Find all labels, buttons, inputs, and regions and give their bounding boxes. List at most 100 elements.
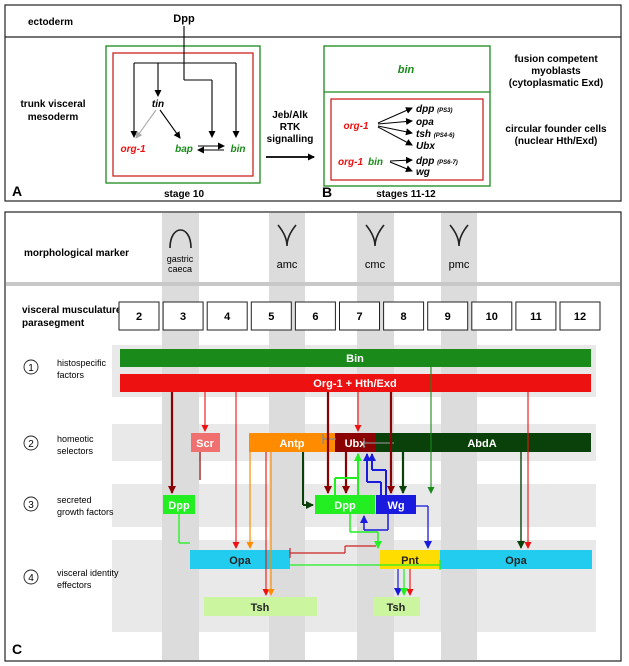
org1-target-arrows — [377, 107, 413, 172]
bin-bar — [120, 349, 591, 367]
parasegment-box-8 — [383, 301, 425, 331]
gastric-caeca-icon — [169, 229, 192, 249]
stage10-label: stage 10 — [164, 189, 204, 200]
org1-label-a: org-1 — [121, 144, 146, 155]
svg-text:dpp (PS3): dpp (PS3) — [416, 104, 452, 115]
marker-cmc: cmc — [365, 259, 386, 271]
morph-title: morphological marker — [24, 248, 129, 259]
dpp-ps3-label: Dpp — [168, 500, 190, 512]
parasegment-label-2: 2 — [136, 311, 142, 323]
target-tsh: tsh — [416, 129, 431, 140]
tier3-num: 3 — [28, 500, 34, 511]
antp-bar — [249, 433, 335, 452]
tier-labels: 1 histospecific factors 2 homeotic selec… — [23, 358, 119, 590]
stage10-outer-box — [105, 45, 261, 184]
panel-c-letter: C — [12, 641, 22, 657]
pnt-bar — [380, 550, 440, 569]
parasegment-label-9: 9 — [445, 311, 451, 323]
tier2-label-2: selectors — [57, 446, 94, 456]
jeb-label-2: RTK — [280, 122, 301, 133]
dpp-ps7-label: Dpp — [334, 500, 356, 512]
parasegment-box-5 — [250, 301, 292, 331]
tier4-label-1: visceral identity — [57, 568, 119, 578]
tier2-label-1: homeotic — [57, 434, 94, 444]
panel-ab: ectoderm Dpp A trunk visceral mesoderm t… — [4, 4, 622, 202]
tier1-label-1: histospecific — [57, 358, 107, 368]
ps-title-1: visceral musculature — [22, 305, 122, 316]
dpp-ps7-box — [315, 495, 375, 514]
opa-left-bar — [190, 550, 290, 569]
jeb-label-1: Jeb/Alk — [272, 110, 308, 121]
parasegment-box-10 — [471, 301, 513, 331]
svg-text:(cytoplasmatic Exd): (cytoplasmatic Exd) — [509, 78, 603, 89]
parasegment-label-11: 11 — [530, 311, 542, 323]
bin-label-a: bin — [231, 144, 246, 155]
ubx-label: Ubx — [345, 438, 367, 450]
parasegment-box-11 — [515, 301, 557, 331]
parasegment-box-6 — [294, 301, 336, 331]
bin-label-b: bin — [398, 64, 415, 76]
parasegment-label-10: 10 — [486, 311, 498, 323]
cmc-icon — [365, 224, 385, 247]
marker-amc: amc — [277, 259, 298, 271]
founder-label: circular founder cells (nuclear Hth/Exd) — [505, 124, 607, 147]
parasegment-box-7 — [339, 301, 380, 331]
parasegment-box-4 — [206, 301, 248, 331]
target-dpp-ps6: dpp — [416, 156, 434, 167]
panel-c: morphological marker gastric caeca amc c… — [4, 211, 622, 662]
abda-label: AbdA — [467, 438, 496, 450]
tvm-label-2: mesoderm — [28, 112, 79, 123]
tsh-left-label: Tsh — [251, 602, 270, 614]
target-dpp-ps3: dpp — [416, 104, 434, 115]
scr-bar — [191, 433, 220, 452]
parasegment-box-2 — [118, 301, 160, 331]
org1-label-b: org-1 — [344, 121, 369, 132]
jeb-label-3: signalling — [267, 134, 314, 145]
regulatory-arrows — [168, 367, 532, 596]
homeotic-repression — [322, 434, 394, 448]
tin-label: tin — [152, 99, 164, 110]
pmc-icon — [449, 224, 469, 247]
ubx-bar — [335, 433, 375, 452]
dpp-label: Dpp — [173, 13, 195, 25]
tin-org1-arrow — [135, 109, 157, 139]
dpp-arrows — [130, 26, 240, 139]
fusion-label: fusion competent myoblasts (cytoplasmati… — [509, 54, 603, 89]
parasegment-label-7: 7 — [356, 311, 362, 323]
marker-gastric: gastric — [167, 254, 194, 264]
tier2-num: 2 — [28, 439, 34, 450]
tsh-right-bar — [373, 597, 420, 616]
parasegment-label-12: 12 — [574, 311, 586, 323]
tsh-right-label: Tsh — [387, 602, 406, 614]
target-ubx: Ubx — [416, 141, 435, 152]
tier1-num: 1 — [28, 363, 34, 374]
svg-text:myoblasts: myoblasts — [531, 66, 581, 77]
opa-right-bar — [440, 550, 592, 569]
svg-text:tsh (PS4-6): tsh (PS4-6) — [416, 129, 454, 140]
tvm-label-1: trunk visceral — [20, 99, 85, 110]
ps-title-2: parasegment — [22, 318, 85, 329]
bin-bar-label: Bin — [346, 353, 364, 365]
panel-b-targets: dpp (PS3) opa tsh (PS4-6) Ubx dpp (PS6-7… — [416, 104, 458, 178]
tier3-label-2: growth factors — [57, 507, 114, 517]
svg-text:dpp (PS6-7): dpp (PS6-7) — [416, 156, 458, 167]
parasegment-label-6: 6 — [312, 311, 318, 323]
wg-box — [376, 495, 416, 514]
org1-bar-label: Org-1 + Hth/Exd — [313, 378, 396, 390]
parasegment-box-12 — [559, 301, 601, 331]
pnt-label: Pnt — [401, 555, 419, 567]
bap-label: bap — [175, 144, 193, 155]
tier4-num: 4 — [28, 573, 34, 584]
org1-bin-bin: bin — [368, 157, 383, 168]
org1-bar — [120, 374, 591, 392]
parasegment-label-8: 8 — [401, 311, 407, 323]
stage11-label: stages 11-12 — [376, 189, 436, 200]
target-opa: opa — [416, 117, 434, 128]
antp-label: Antp — [279, 438, 304, 450]
parasegment-label-4: 4 — [224, 311, 231, 323]
parasegment-label-3: 3 — [180, 311, 186, 323]
panel-b-letter: B — [322, 184, 332, 200]
